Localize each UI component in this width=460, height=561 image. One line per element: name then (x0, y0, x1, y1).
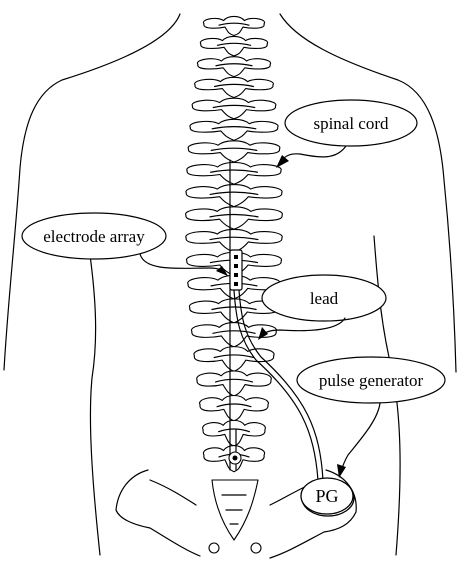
spinal-cord-label: spinal cord (313, 114, 389, 133)
vertebra (190, 119, 278, 140)
vertebra (200, 36, 267, 56)
vertebra (192, 98, 276, 119)
lead-label: lead (310, 289, 339, 308)
vertebra (200, 396, 269, 421)
vertebra (203, 420, 266, 446)
vertebra (195, 77, 274, 97)
vertebra (197, 371, 272, 396)
electrode-array-label: electrode array (43, 227, 145, 246)
vertebra (197, 57, 270, 77)
vertebra (194, 347, 274, 372)
electrode-array (230, 250, 242, 290)
arrowhead-icon (276, 155, 289, 168)
pg-label: PG (315, 486, 338, 506)
sacrum (209, 480, 261, 553)
vertebra (186, 229, 282, 252)
callout-pulse-generator: pulse generator (297, 357, 445, 478)
vertebra (187, 163, 281, 185)
vertebral-column (186, 16, 283, 471)
vertebra (186, 207, 283, 229)
pulse-generator: PG (301, 478, 354, 516)
callout-spinal-cord: spinal cord (276, 100, 417, 168)
pulse-generator-label: pulse generator (319, 371, 424, 390)
vertebra (203, 16, 264, 35)
vertebra (186, 185, 282, 207)
vertebra (188, 141, 280, 162)
callout-lead: lead (258, 275, 386, 340)
